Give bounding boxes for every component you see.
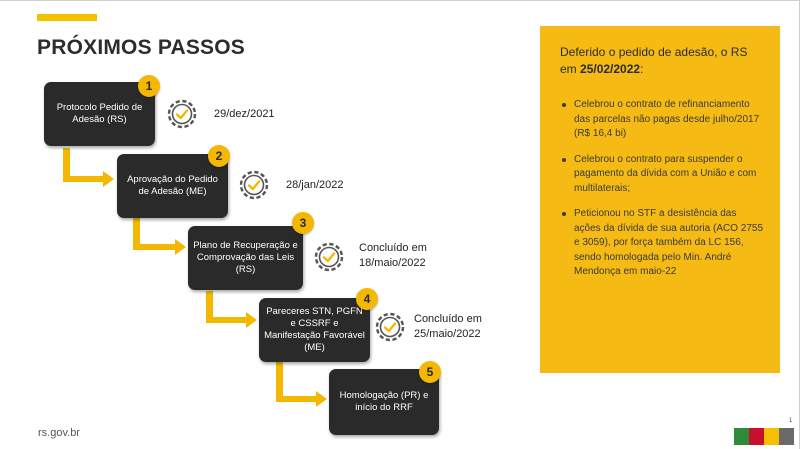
footer-site: rs.gov.br <box>38 427 80 439</box>
step-4-status: Concluído em 25/maio/2022 <box>414 313 482 340</box>
step-3-status: Concluído em 18/maio/2022 <box>359 242 427 269</box>
panel-bullet-list: Celebrou o contrato de refinanciamento d… <box>560 98 765 291</box>
step-1-box: Protocolo Pedido de Adesão (RS) <box>44 82 155 146</box>
connector-4-5-vertical <box>276 362 283 400</box>
flag-stripe-red <box>749 428 764 445</box>
summary-panel: Deferido o pedido de adesão, o RS em 25/… <box>540 26 780 373</box>
step-4-box: Pareceres STN, PGFN e CSSRF e Manifestaç… <box>259 298 370 362</box>
connector-2-3-vertical <box>133 218 140 248</box>
gear-check-icon <box>375 312 405 342</box>
connector-4-5-horizontal <box>276 396 316 402</box>
step-1-number-badge: 1 <box>138 75 160 97</box>
gear-check-icon <box>239 170 269 200</box>
connector-1-2-horizontal <box>63 176 103 182</box>
step-5-number-badge: 5 <box>419 361 441 383</box>
step-4-label: Pareceres STN, PGFN e CSSRF e Manifestaç… <box>264 306 365 353</box>
step-3-box: Plano de Recuperação e Comprovação das L… <box>188 226 303 290</box>
step-2-label: Aprovação do Pedido de Adesão (ME) <box>127 174 218 197</box>
connector-3-4-arrow <box>246 312 257 328</box>
connector-2-3-horizontal <box>133 244 175 250</box>
slide-title: PRÓXIMOS PASSOS <box>37 36 245 59</box>
panel-bullet: Celebrou o contrato para suspender o pag… <box>560 153 765 197</box>
gear-check-icon <box>167 99 197 129</box>
step-2-status: 28/jan/2022 <box>286 179 344 191</box>
step-5-box: Homologação (PR) e início do RRF <box>329 369 439 435</box>
step-3-number-badge: 3 <box>292 212 314 234</box>
step-5-label: Homologação (PR) e início do RRF <box>339 390 429 413</box>
step-2-box: Aprovação do Pedido de Adesão (ME) <box>117 154 228 218</box>
connector-3-4-vertical <box>206 291 213 321</box>
panel-heading-suffix: : <box>640 62 644 76</box>
step-3-label: Plano de Recuperação e Comprovação das L… <box>193 240 298 275</box>
connector-2-3-arrow <box>175 239 186 255</box>
connector-4-5-arrow <box>316 391 327 407</box>
panel-heading-date: 25/02/2022 <box>580 62 641 76</box>
step-1-status: 29/dez/2021 <box>214 108 275 120</box>
frame-top-border <box>0 0 800 1</box>
step-1-label: Protocolo Pedido de Adesão (RS) <box>56 102 143 125</box>
step-2-number-badge: 2 <box>208 145 230 167</box>
panel-bullet: Peticionou no STF a desistência das açõe… <box>560 207 765 280</box>
page-number: 1 <box>789 418 793 424</box>
panel-heading-text: Deferido o pedido de adesão, o RS em <box>560 45 748 76</box>
panel-bullet: Celebrou o contrato de refinanciamento d… <box>560 98 765 142</box>
panel-heading: Deferido o pedido de adesão, o RS em 25/… <box>560 44 765 78</box>
connector-3-4-horizontal <box>206 317 246 323</box>
flag-stripe-gray <box>779 428 794 445</box>
title-accent-bar <box>37 14 97 21</box>
flag-stripes <box>734 428 794 445</box>
connector-1-2-vertical <box>63 148 70 180</box>
connector-1-2-arrow <box>103 171 114 187</box>
flag-stripe-green <box>734 428 749 445</box>
flag-stripe-yellow <box>764 428 779 445</box>
gear-check-icon <box>314 242 344 272</box>
step-4-number-badge: 4 <box>356 288 378 310</box>
